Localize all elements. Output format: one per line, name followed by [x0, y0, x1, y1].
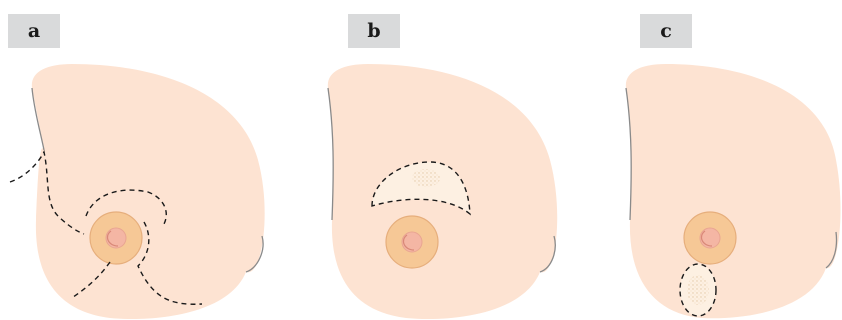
panel-b: b: [290, 0, 570, 320]
breast-diagram-b: [290, 0, 570, 320]
panel-a: a: [0, 0, 280, 320]
lesion: [687, 275, 709, 305]
panel-c: c: [580, 0, 842, 320]
breast-outline: [626, 64, 841, 318]
breast-diagram-c: [580, 0, 842, 320]
breast-diagram-a: [0, 0, 280, 320]
nipple: [402, 232, 422, 252]
nipple: [106, 228, 126, 248]
nipple: [700, 228, 720, 248]
lesion: [412, 169, 440, 187]
